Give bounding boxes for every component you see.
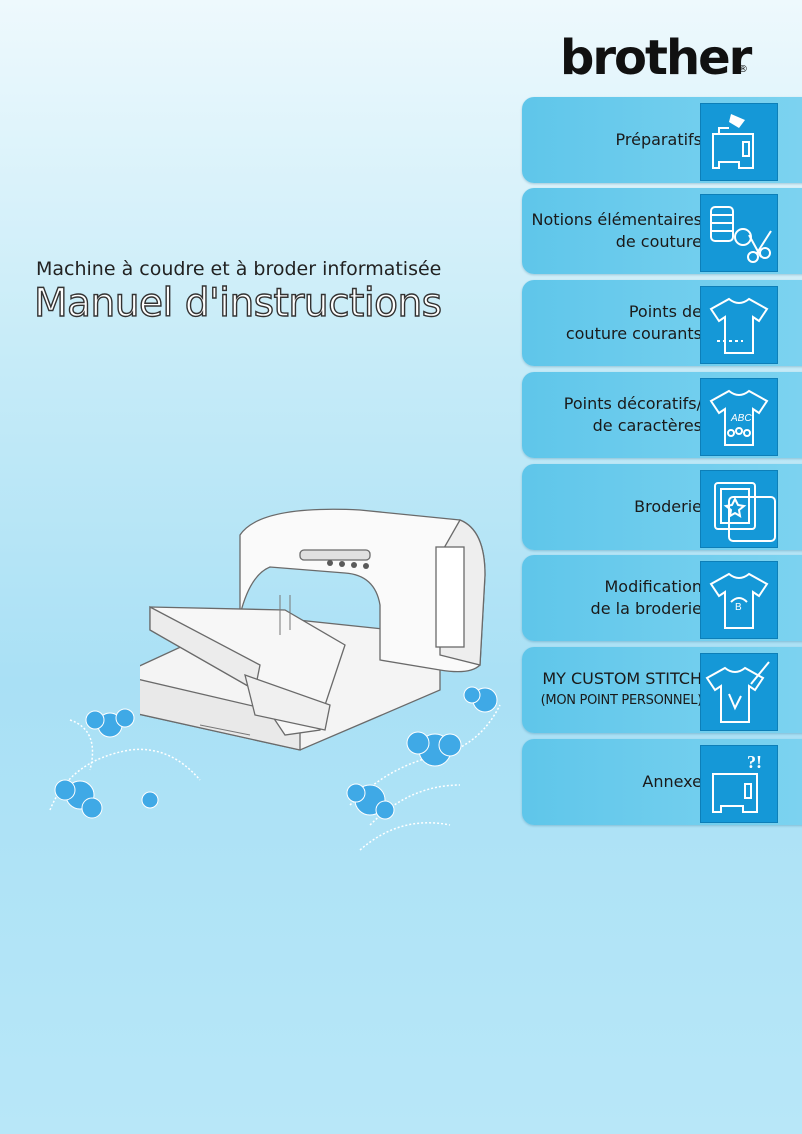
sewing-machine-illustration — [140, 508, 486, 751]
svg-text:ABC: ABC — [730, 413, 752, 424]
sewing-machine-question-icon: ?! — [700, 745, 778, 823]
tab-label: Préparatifs — [615, 130, 702, 149]
shirt-abc-icon: ABC — [700, 378, 778, 456]
brother-logo: brother — [560, 30, 752, 86]
embroidery-frame-icon — [700, 470, 778, 548]
sewing-machine-hand-icon — [700, 103, 778, 181]
thread-scissors-icon — [700, 194, 778, 272]
tab-label: Annexe — [642, 772, 702, 791]
tab-label: Points décoratifs/de caractères — [563, 394, 702, 435]
shirt-edit-icon: B — [700, 561, 778, 639]
tab-label: MY CUSTOM STITCH(MON POINT PERSONNEL) — [540, 669, 703, 708]
tab-preparatifs[interactable]: Préparatifs — [522, 97, 802, 183]
tab-broderie[interactable]: Broderie — [522, 464, 802, 550]
svg-text:?!: ?! — [747, 752, 762, 772]
cover-subtitle: Machine à coudre et à broder informatisé… — [36, 258, 442, 280]
svg-text:B: B — [735, 602, 742, 613]
tab-label: Broderie — [634, 497, 702, 516]
flower-embroidery-left — [49, 708, 201, 819]
cover-title: Manuel d'instructions — [33, 280, 442, 326]
flower-embroidery-right — [346, 686, 501, 851]
registered-mark: ® — [738, 64, 748, 75]
tab-my-custom-stitch[interactable]: MY CUSTOM STITCH(MON POINT PERSONNEL) — [522, 647, 802, 733]
tab-points-decoratifs[interactable]: Points décoratifs/de caractères ABC — [522, 372, 802, 458]
shirt-stitch-icon — [700, 286, 778, 364]
tab-annexe[interactable]: Annexe ?! — [522, 739, 802, 825]
shirt-pen-icon — [700, 653, 778, 731]
